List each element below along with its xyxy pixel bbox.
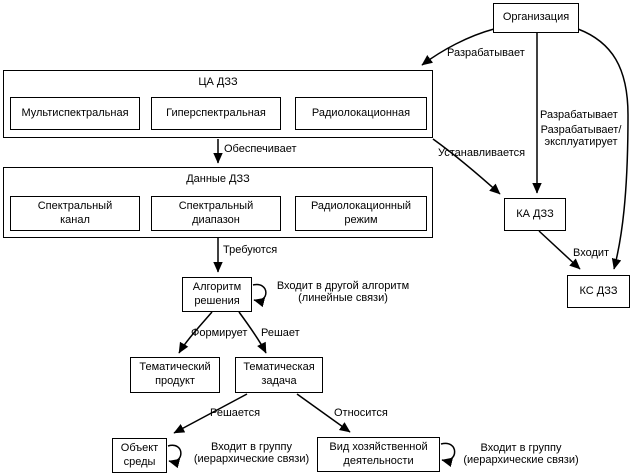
edge-tsa-dzz-to-ka-dzz — [432, 138, 501, 195]
edge-organization-to-tsa-dzz — [421, 28, 495, 66]
node-radar-mode: Радиолокационный режим — [295, 196, 427, 231]
node-ks-dzz: КС ДЗЗ — [567, 275, 630, 308]
node-spectral-channel: Спектральный канал — [10, 196, 140, 231]
edge-ka-dzz-to-ks-dzz — [538, 230, 581, 270]
data-dzz-group-title: Данные ДЗЗ — [186, 173, 250, 185]
edge-label-relates: Относится — [334, 407, 388, 419]
edge-thematic-task-to-activity-type — [296, 393, 351, 433]
edge-label-develops-tsa: Разрабатывает — [447, 47, 525, 59]
node-radar: Радиолокационная — [295, 97, 427, 130]
edge-label-develops-ka: Разрабатывает — [540, 109, 618, 121]
radar-mode-label: Радиолокационный режим — [310, 199, 412, 226]
node-thematic-task: Тематическая задача — [235, 357, 323, 393]
spectral-channel-label: Спектральный канал — [37, 199, 113, 226]
edge-algorithm-to-thematic-task — [238, 311, 267, 354]
node-ka-dzz: КА ДЗЗ — [504, 198, 566, 231]
node-spectral-range: Спектральный диапазон — [151, 196, 281, 231]
edge-label-forms: Формирует — [191, 327, 248, 339]
node-thematic-product: Тематический продукт — [130, 357, 220, 393]
edge-label-provides: Обеспечивает — [224, 143, 297, 155]
node-env-object: Объект среды — [112, 438, 167, 473]
node-activity-type: Вид хозяйственной деятельности — [317, 437, 440, 472]
edge-label-enters-group-activity: Входит в группу (иерархические связи) — [463, 442, 579, 466]
edge-label-enters: Входит — [573, 247, 610, 259]
edge-label-installed: Устанавливается — [438, 147, 526, 159]
edge-organization-to-ks-dzz — [577, 28, 629, 270]
spectral-range-label: Спектральный диапазон — [178, 199, 254, 226]
edge-env-object-self-loop — [167, 444, 182, 469]
edge-label-is-solved: Решается — [210, 407, 261, 419]
node-multispectral: Мультиспектральная — [10, 97, 140, 130]
tsa-dzz-group-title: ЦА ДЗЗ — [198, 76, 238, 88]
edge-thematic-task-to-env-object — [173, 393, 248, 434]
edge-algorithm-to-thematic-product — [178, 311, 213, 354]
node-data-dzz-group: Данные ДЗЗ Спектральный канал Спектральн… — [3, 167, 433, 238]
node-tsa-dzz-group: ЦА ДЗЗ Мультиспектральная Гиперспектраль… — [3, 70, 433, 138]
edge-label-required: Требуются — [223, 244, 278, 256]
edge-activity-type-self-loop — [440, 442, 456, 467]
node-algorithm: Алгоритм решения — [182, 277, 252, 312]
edge-algorithm-self-loop — [252, 283, 267, 308]
edge-label-solves: Решает — [261, 327, 300, 339]
edge-label-enters-other-algorithm: Входит в другой алгоритм (линейные связи… — [276, 280, 410, 304]
node-hyperspectral: Гиперспектральная — [151, 97, 281, 130]
edge-label-develops-operates: Разрабатывает/ эксплуатирует — [540, 124, 622, 148]
edge-label-enters-group-env: Входит в группу (иерархические связи) — [193, 441, 310, 465]
node-organization: Организация — [493, 3, 579, 33]
